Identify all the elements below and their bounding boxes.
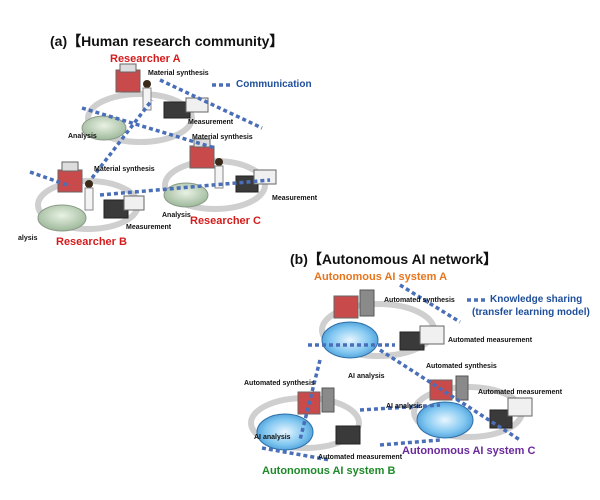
- cycle-ai-system-a: [319, 289, 445, 359]
- ai-analysis-blob: [256, 413, 314, 451]
- knowledge-legend-sublabel: (transfer learning model): [472, 307, 590, 318]
- knowledge-legend-label: Knowledge sharing: [490, 294, 583, 305]
- researcher-a-synthesis-label: Material synthesis: [148, 70, 209, 77]
- ai-analysis-blob: [321, 321, 379, 359]
- researcher-c-analysis-label: Analysis: [162, 212, 191, 219]
- ai-system-c-label: Autonomous AI system C: [402, 445, 536, 457]
- ai-analysis-blob: [416, 401, 474, 439]
- person-body-icon: [142, 87, 152, 111]
- researcher-a-measurement-label: Measurement: [188, 119, 234, 126]
- researcher-b-analysis-label: alysis: [18, 235, 38, 242]
- ai-system-b-analysis-label: AI analysis: [254, 434, 291, 441]
- researcher-c-synthesis-label: Material synthesis: [192, 134, 253, 141]
- measurement-instrument-icon: [335, 425, 361, 445]
- analysis-plate: [163, 182, 209, 208]
- person-body-icon: [214, 165, 224, 189]
- knowledge-link: [399, 283, 461, 324]
- knowledge-link: [359, 403, 441, 412]
- researcher-c-measurement-label: Measurement: [272, 195, 318, 202]
- ai-system-b-label: Autonomous AI system B: [262, 465, 396, 477]
- researcher-a-analysis-label: Analysis: [68, 133, 97, 140]
- ai-system-b-synthesis-label: Automated synthesis: [244, 380, 315, 387]
- person-head-icon: [85, 180, 93, 188]
- researcher-b-label: Researcher B: [56, 236, 127, 248]
- monitor-icon: [123, 195, 145, 211]
- communication-legend-label: Communication: [236, 79, 312, 90]
- comm-link: [90, 98, 154, 180]
- analysis-plate: [37, 204, 87, 232]
- monitor-icon: [507, 397, 533, 417]
- comm-link: [81, 106, 216, 150]
- ai-system-c-measurement-label: Automated measurement: [478, 389, 563, 396]
- cycle-ring: [85, 91, 195, 145]
- robot-arm-icon: [321, 387, 335, 413]
- ai-system-c-synthesis-label: Automated synthesis: [426, 363, 497, 370]
- synthesis-equipment-icon: [333, 295, 359, 319]
- part-a-title: (a)【Human research community】: [50, 33, 284, 49]
- ai-system-a-analysis-label: AI analysis: [348, 373, 385, 380]
- comm-link: [99, 178, 271, 197]
- comm-link: [29, 170, 71, 188]
- researcher-c-label: Researcher C: [190, 215, 261, 227]
- knowledge-link: [379, 438, 441, 447]
- person-body-icon: [84, 187, 94, 211]
- person-head-icon: [143, 80, 151, 88]
- knowledge-sharing-links: [261, 283, 521, 462]
- monitor-icon: [419, 325, 445, 345]
- cycle-researcher-c: [162, 138, 277, 212]
- researcher-a-label: Researcher A: [110, 53, 181, 65]
- comm-link: [159, 78, 263, 130]
- cycle-researcher-a: [81, 63, 209, 145]
- part-b-title: (b)【Autonomous AI network】: [290, 251, 498, 267]
- synthesis-equipment-icon: [189, 145, 215, 169]
- synthesis-equipment-icon: [57, 169, 83, 193]
- robot-arm-icon: [455, 375, 469, 401]
- ai-system-b-measurement-label: Automated measurement: [318, 454, 403, 461]
- robot-arm-icon: [359, 289, 375, 317]
- cycle-ai-system-b: [248, 387, 362, 451]
- ai-system-a-measurement-label: Automated measurement: [448, 337, 533, 344]
- ai-system-a-label: Autonomous AI system A: [314, 271, 448, 283]
- communication-links: [29, 78, 271, 197]
- ai-system-a-synthesis-label: Automated synthesis: [384, 297, 455, 304]
- ai-system-c-analysis-label: AI analysis: [386, 403, 423, 410]
- cycle-ring: [162, 158, 268, 212]
- researcher-b-synthesis-label: Material synthesis: [94, 166, 155, 173]
- person-head-icon: [215, 158, 223, 166]
- researcher-b-measurement-label: Measurement: [126, 224, 172, 231]
- knowledge-link: [261, 446, 331, 462]
- synthesis-equipment-icon: [115, 69, 141, 93]
- monitor-icon: [253, 169, 277, 185]
- monitor-icon: [185, 97, 209, 113]
